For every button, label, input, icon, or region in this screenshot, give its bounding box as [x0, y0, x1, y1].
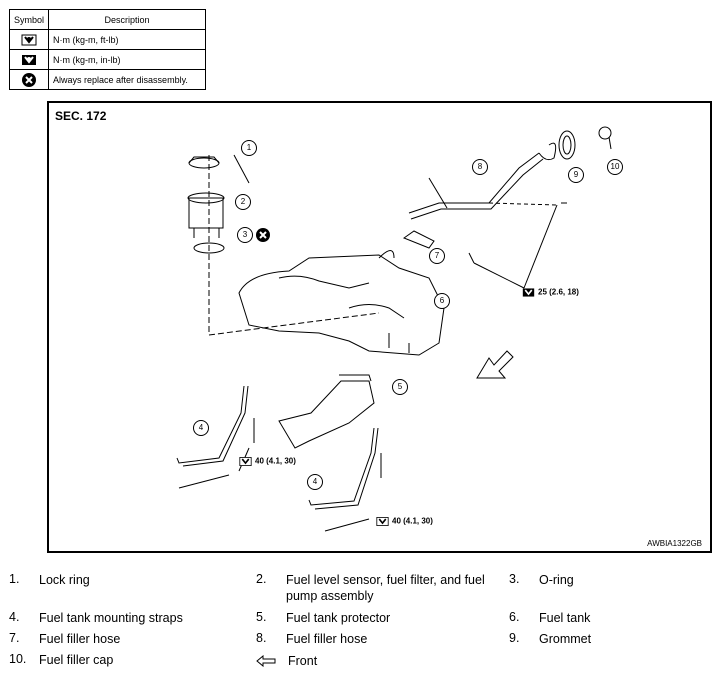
symbol-description: N·m (kg-m, ft-lb): [48, 29, 206, 50]
callout-6: 6: [434, 293, 450, 309]
callout-4-right: 4: [307, 474, 323, 490]
replace-x-icon: [8, 69, 50, 90]
torque-value: 40 (4.1, 30): [255, 456, 296, 466]
callout-10: 10: [607, 159, 623, 175]
symbol-description: N·m (kg-m, in-lb): [48, 49, 206, 70]
front-legend: Front: [256, 654, 376, 672]
symbol-legend-table: Symbol Description N·m (kg-m, ft-lb) N·m…: [8, 9, 206, 90]
section-label: SEC. 172: [55, 109, 107, 123]
callout-8: 8: [472, 159, 488, 175]
front-label: Front: [288, 654, 318, 668]
exploded-diagram: SEC. 172: [47, 101, 712, 553]
torque-spec: 40 (4.1, 30): [376, 515, 433, 528]
callout-2: 2: [235, 194, 251, 210]
torque-spec: 25 (2.6, 18): [522, 286, 579, 299]
torque-wrench-ftlb-icon: [8, 29, 50, 50]
torque-spec: 40 (4.1, 30): [239, 455, 296, 468]
torque-wrench-icon: [376, 517, 389, 526]
torque-value: 25 (2.6, 18): [538, 287, 579, 297]
replace-x-icon: [255, 227, 271, 248]
callout-7: 7: [429, 248, 445, 264]
callout-5: 5: [392, 379, 408, 395]
front-arrow-icon: [256, 655, 276, 667]
callout-4-left: 4: [193, 420, 209, 436]
torque-wrench-inlb-icon: [8, 49, 50, 70]
description-header: Description: [48, 9, 206, 30]
callout-9: 9: [568, 167, 584, 183]
callout-1: 1: [241, 140, 257, 156]
callout-3: 3: [237, 227, 253, 243]
torque-value: 40 (4.1, 30): [392, 516, 433, 526]
symbol-header: Symbol: [8, 9, 50, 30]
torque-wrench-icon: [522, 288, 535, 297]
figure-id: AWBIA1322GB: [647, 539, 702, 548]
torque-wrench-icon: [239, 457, 252, 466]
symbol-description: Always replace after disassembly.: [48, 69, 206, 90]
fuel-tank-drawing: [176, 126, 612, 532]
